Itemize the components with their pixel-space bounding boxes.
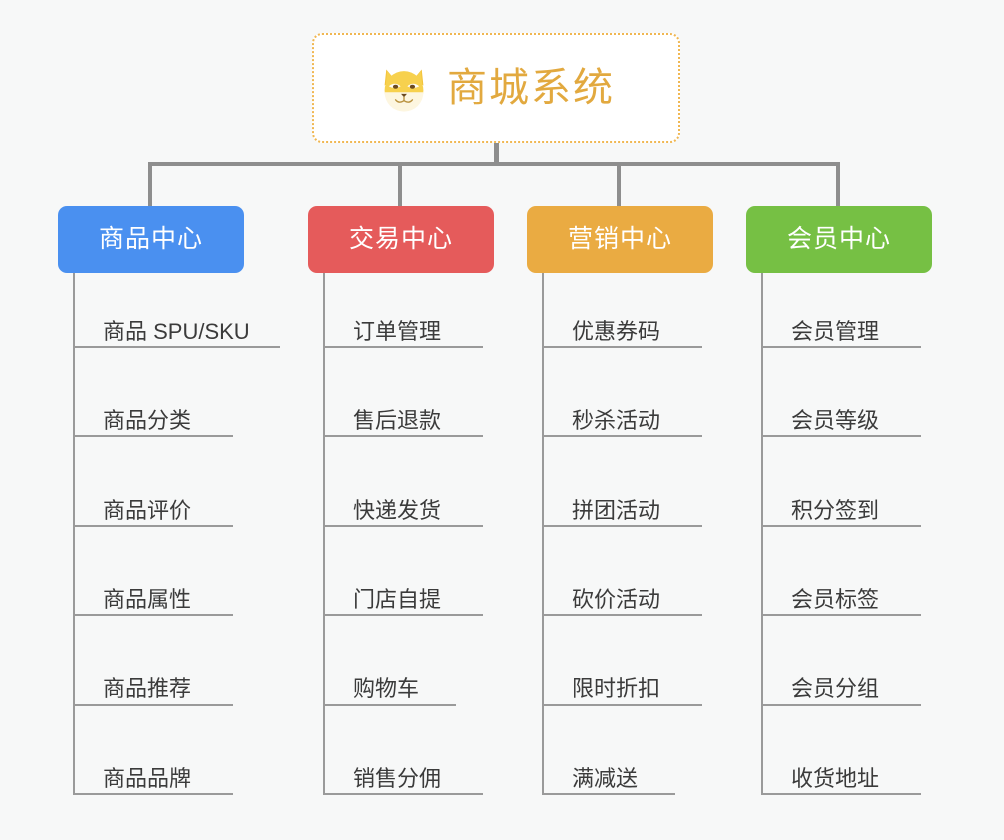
leaf-label: 商品品牌 bbox=[103, 765, 192, 791]
leaf-label: 会员管理 bbox=[791, 318, 880, 344]
leaf-label: 会员标签 bbox=[791, 587, 880, 612]
leaf-item[interactable]: 售后退款 bbox=[323, 397, 483, 438]
leaf-item[interactable]: 优惠券码 bbox=[542, 308, 702, 348]
leaf-item[interactable]: 收货地址 bbox=[761, 755, 921, 795]
leaf-item[interactable]: 积分签到 bbox=[761, 487, 921, 527]
leaf-label: 商品分类 bbox=[103, 408, 192, 434]
leaf-label: 限时折扣 bbox=[572, 676, 661, 702]
connector-drop-2 bbox=[398, 162, 402, 208]
leaf-spine-2 bbox=[323, 273, 325, 795]
leaf-item[interactable]: 拼团活动 bbox=[542, 487, 702, 527]
branch-card-3[interactable]: 营销中心 bbox=[527, 206, 713, 273]
connector-root-stem bbox=[494, 143, 499, 165]
branch-label-2: 交易中心 bbox=[348, 225, 453, 253]
connector-drop-1 bbox=[148, 162, 152, 208]
leaf-label: 拼团活动 bbox=[572, 497, 661, 523]
connector-horizontal-bus bbox=[148, 162, 840, 166]
branch-card-4[interactable]: 会员中心 bbox=[746, 206, 932, 273]
connector-drop-3 bbox=[617, 162, 621, 208]
root-node-label: 商城系统 bbox=[447, 66, 615, 110]
leaf-label: 商品属性 bbox=[103, 587, 192, 612]
leaf-label: 会员分组 bbox=[791, 676, 880, 702]
leaf-label: 商品评价 bbox=[103, 497, 192, 523]
leaf-label: 积分签到 bbox=[791, 497, 880, 523]
leaf-label: 快递发货 bbox=[353, 497, 442, 523]
branch-card-2[interactable]: 交易中心 bbox=[308, 206, 494, 273]
leaf-label: 商品推荐 bbox=[103, 676, 192, 702]
leaf-label: 商品 SPU/SKU bbox=[103, 318, 250, 344]
leaf-item[interactable]: 门店自提 bbox=[323, 576, 483, 617]
connector-drop-4 bbox=[836, 162, 840, 208]
leaf-item[interactable]: 商品品牌 bbox=[73, 755, 233, 795]
leaf-item[interactable]: 满减送 bbox=[542, 755, 675, 795]
leaf-label: 优惠券码 bbox=[572, 318, 661, 344]
leaf-label: 订单管理 bbox=[353, 318, 442, 344]
leaf-label: 满减送 bbox=[572, 765, 639, 791]
leaf-item[interactable]: 商品 SPU/SKU bbox=[73, 308, 280, 348]
leaf-item[interactable]: 商品推荐 bbox=[73, 666, 233, 706]
leaf-item[interactable]: 商品分类 bbox=[73, 397, 233, 438]
branch-card-1[interactable]: 商品中心 bbox=[58, 206, 244, 273]
leaf-item[interactable]: 会员等级 bbox=[761, 397, 921, 438]
leaf-label: 销售分佣 bbox=[353, 765, 442, 791]
dog-face-icon bbox=[384, 69, 424, 112]
leaf-spine-3 bbox=[542, 273, 544, 795]
leaf-label: 砍价活动 bbox=[572, 587, 661, 612]
leaf-item[interactable]: 砍价活动 bbox=[542, 576, 702, 617]
branch-label-3: 营销中心 bbox=[567, 225, 672, 253]
leaf-spine-1 bbox=[73, 273, 75, 795]
leaf-label: 秒杀活动 bbox=[572, 408, 661, 434]
leaf-item[interactable]: 商品评价 bbox=[73, 487, 233, 527]
leaf-label: 门店自提 bbox=[353, 587, 442, 612]
leaf-label: 收货地址 bbox=[791, 765, 880, 791]
leaf-item[interactable]: 订单管理 bbox=[323, 308, 483, 348]
leaf-item[interactable]: 限时折扣 bbox=[542, 666, 702, 706]
leaf-spine-4 bbox=[761, 273, 763, 795]
leaf-label: 购物车 bbox=[353, 676, 420, 702]
leaf-item[interactable]: 会员管理 bbox=[761, 308, 921, 348]
branch-label-1: 商品中心 bbox=[98, 225, 203, 253]
leaf-item[interactable]: 快递发货 bbox=[323, 487, 483, 527]
leaf-item[interactable]: 秒杀活动 bbox=[542, 397, 702, 438]
leaf-label: 售后退款 bbox=[353, 408, 442, 434]
branch-label-4: 会员中心 bbox=[786, 225, 891, 253]
leaf-item[interactable]: 销售分佣 bbox=[323, 755, 483, 795]
leaf-item[interactable]: 会员标签 bbox=[761, 576, 921, 617]
root-node[interactable]: 商城系统 bbox=[312, 33, 680, 143]
leaf-label: 会员等级 bbox=[791, 408, 880, 434]
leaf-item[interactable]: 会员分组 bbox=[761, 666, 921, 706]
leaf-item[interactable]: 购物车 bbox=[323, 666, 456, 706]
leaf-item[interactable]: 商品属性 bbox=[73, 576, 233, 617]
